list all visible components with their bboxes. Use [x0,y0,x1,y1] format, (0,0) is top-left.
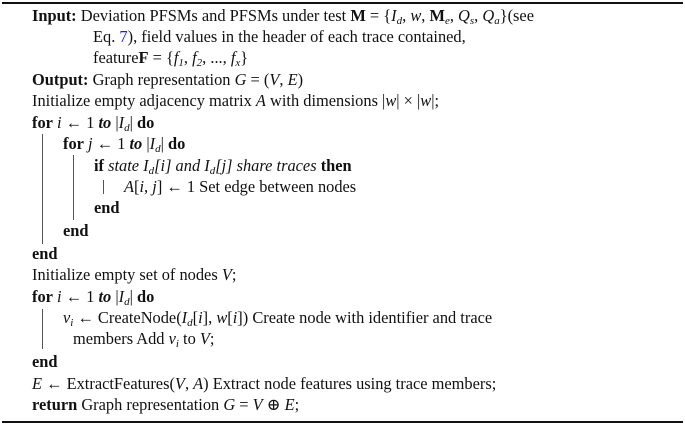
keyword-then: then [320,156,352,175]
input-text: Deviation PFSMs and PFSMs under test [80,6,351,25]
keyword-to: to [98,287,112,306]
input-line-3: featureF = {f1, f2, ..., fx} [93,48,249,69]
line-if-share: if state Id[i] and Id[j] share traces th… [94,156,352,177]
input-line-2: Eq. 7), field values in the header of ea… [93,27,466,47]
block-bar-if [103,180,105,194]
eq-prefix: Eq. [93,27,120,46]
line-for-i-outer: for i ← 1 to |Id| do [32,113,155,134]
feature-text: feature [93,48,139,67]
block-bar-for-j [73,155,75,220]
line-create-node: vi ← CreateNode(Id[i], w[i]) Create node… [63,308,493,329]
top-rule [2,2,683,4]
keyword-do: do [137,113,155,132]
block-bar-for-nodes [42,309,44,349]
math-M: M [350,6,366,25]
eq-reference-link[interactable]: 7 [119,27,128,46]
line-assign-edge: A[i, j] ← 1 Set edge between nodes [124,177,357,196]
keyword-for: for [63,134,84,153]
block-bar-for-i [42,134,44,244]
keyword-do: do [137,287,155,306]
output-label: Output: [32,70,89,89]
input-label: Input: [32,6,77,25]
line-end-for-nodes: end [32,352,58,372]
return-text: Graph representation [81,395,224,414]
keyword-to: to [129,134,143,153]
keyword-if: if [94,156,105,175]
comment-extract: Extract node features using trace member… [212,374,497,393]
comment-create-node: Create node with identifier and trace [252,308,493,327]
keyword-end: end [63,221,89,240]
keyword-end: end [94,198,120,217]
line-for-j: for j ← 1 to |Id| do [63,134,186,155]
line-end-for-i: end [32,244,58,264]
line-end-for-j: end [63,221,89,241]
input-line-1: Input: Deviation PFSMs and PFSMs under t… [32,6,534,27]
keyword-do: do [168,134,186,153]
keyword-for: for [32,287,53,306]
line-for-i-nodes: for i ← 1 to |Id| do [32,287,155,308]
input-tail: (see [507,6,534,25]
line-create-node-cont: members Add vi to V; [73,329,215,350]
line-end-if: end [94,198,120,218]
comment-set-edge: Set edge between nodes [199,177,357,196]
line-extract-features: E ← ExtractFeatures(V, A) Extract node f… [32,374,497,393]
output-line: Output: Graph representation G = (V, E) [32,70,304,89]
bottom-rule [2,421,683,423]
keyword-return: return [32,395,78,414]
keyword-for: for [32,113,53,132]
line-return: return Graph representation G = V ⊕ E; [32,395,300,414]
output-text: Graph representation [92,70,235,89]
keyword-end: end [32,244,58,263]
keyword-end: end [32,352,58,371]
input-text-2: ), field values in the header of each tr… [127,27,466,46]
line-init-adjacency: Initialize empty adjacency matrix A with… [32,91,440,110]
line-init-nodes: Initialize empty set of nodes V; [32,265,237,284]
keyword-to: to [98,113,112,132]
